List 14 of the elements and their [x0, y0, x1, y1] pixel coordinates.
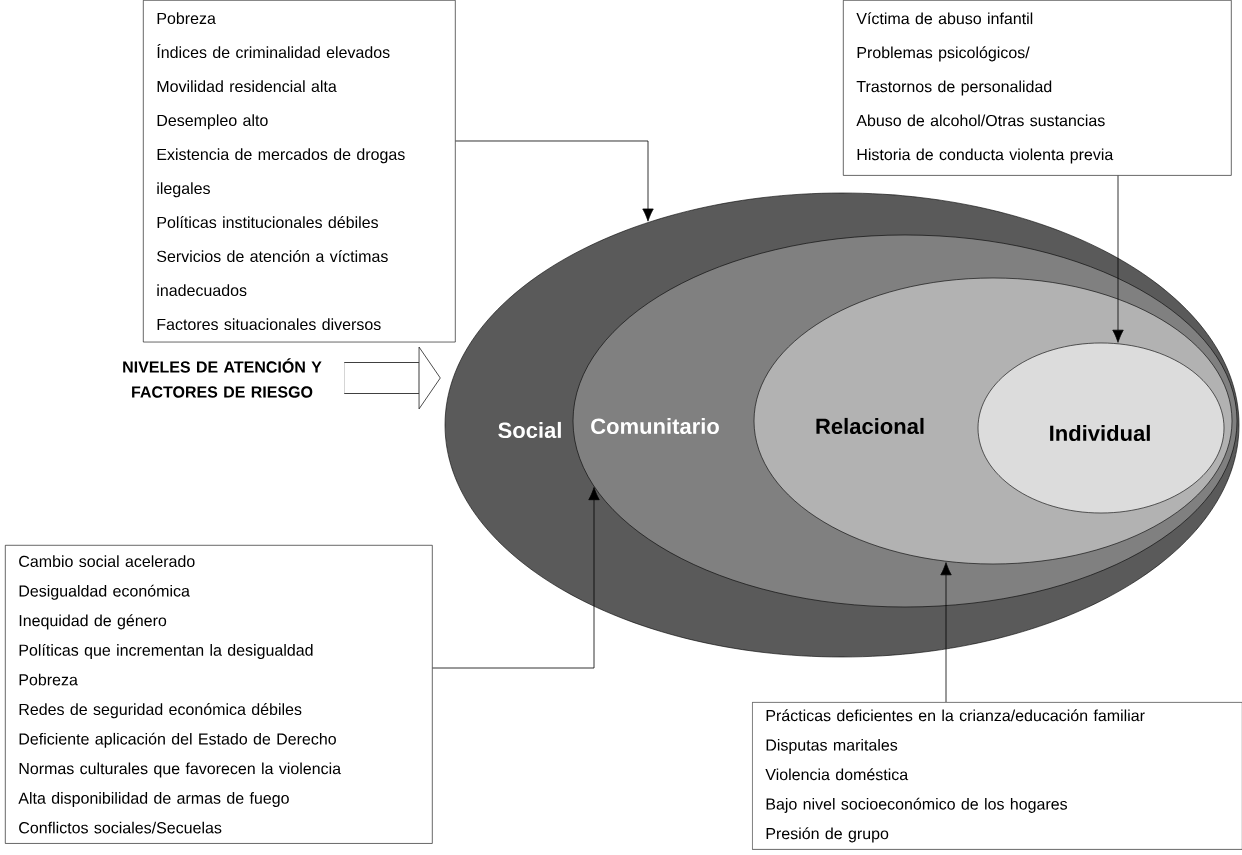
band-label: Individual — [1050, 424, 1150, 442]
factor-list-box: Víctima de abuso infantil Problemas psicológicos/ Trastornos de personalidad Abuso de alcohol/Otras sustancias Historia de conducta violenta previa — [843, 0, 1232, 176]
arrow — [940, 562, 952, 703]
arrow — [455, 140, 654, 222]
band-label: Relacional — [816, 417, 924, 435]
outline-arrow — [344, 346, 441, 410]
band-label: Comunitario — [591, 417, 719, 435]
band-label: Social — [498, 421, 561, 439]
factor-list-box: Cambio social acelerado Desigualdad económica Inequidad de género Políticas que incrementan la desigualdad Pobreza Redes de seguridad económica débiles Deficiente aplicación del Estado de Derecho Normas culturales que favorecen la violencia Alta disponibilidad de armas de fuego Conflictos sociales/Secuelas — [5, 545, 433, 844]
arrow — [1112, 175, 1124, 343]
arrow — [432, 487, 600, 669]
heading: NIVELES DE ATENCIÓN Y FACTORES DE RIESGO — [123, 358, 322, 398]
factor-list-box: Prácticas deficientes en la crianza/educación familiar Disputas maritales Violencia doméstica Bajo nivel socioeconómico de los hogares Presión de grupo — [752, 702, 1242, 850]
factor-list-box: Pobreza Índices de criminalidad elevados Movilidad residencial alta Desempleo alto Existencia de mercados de drogas ilegales Políticas institucionales débiles Servicios de atención a víctimas inadecuados Factores situacionales diversos — [143, 0, 456, 343]
